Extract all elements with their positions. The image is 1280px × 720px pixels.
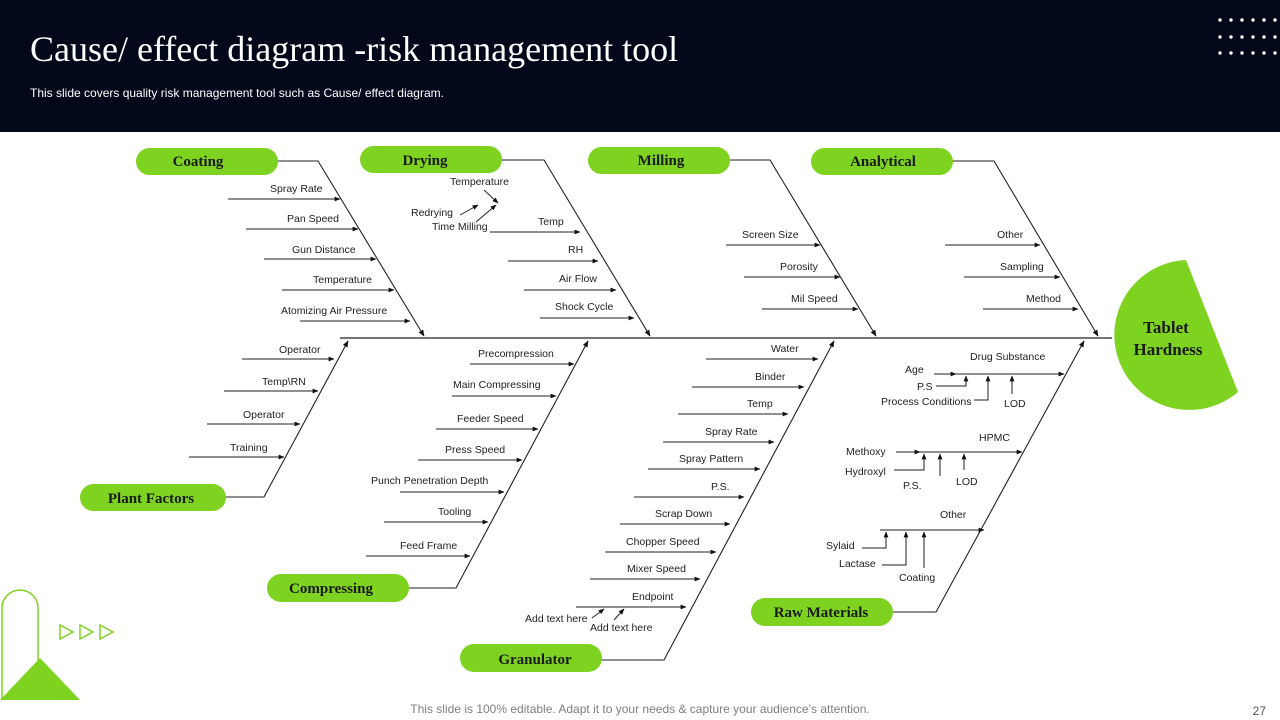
milling-cause-1: Screen Size	[742, 229, 799, 241]
coating-cause-4: Temperature	[313, 274, 372, 286]
page-subtitle: This slide covers quality risk managemen…	[30, 86, 444, 100]
drying-cause-temp: Temp	[538, 216, 564, 228]
pill-drying[interactable]: Drying	[360, 146, 502, 173]
coating-cause-5: Atomizing Air Pressure	[281, 305, 387, 317]
compressing-cause-6: Tooling	[438, 506, 471, 518]
granulator-cause-5: Spray Pattern	[679, 453, 743, 465]
arch-outline-decoration	[1, 589, 39, 700]
analytical-cause-3: Method	[1026, 293, 1061, 305]
pill-analytical-label: Analytical	[850, 154, 916, 170]
analytical-cause-1: Other	[997, 229, 1024, 241]
page-number: 27	[1252, 704, 1266, 718]
branch-milling	[716, 159, 877, 337]
pill-compressing[interactable]: Compressing	[267, 574, 409, 602]
pill-plant-factors-label: Plant Factors	[108, 491, 194, 507]
drying-cause-shock-cycle: Shock Cycle	[555, 301, 614, 313]
drying-cause-redrying: Redrying	[411, 207, 453, 219]
granulator-cause-6: P.S.	[711, 481, 730, 493]
raw-cause-process-conditions: Process Conditions	[881, 396, 971, 408]
pill-granulator[interactable]: Granulator	[460, 644, 602, 672]
pill-granulator-label: Granulator	[498, 652, 572, 668]
granulator-cause-4: Spray Rate	[705, 426, 758, 438]
pill-raw-materials[interactable]: Raw Materials	[751, 598, 893, 626]
analytical-cause-2: Sampling	[1000, 261, 1044, 273]
pill-raw-materials-label: Raw Materials	[774, 605, 869, 621]
granulator-cause-12: Add text here	[590, 622, 653, 634]
granulator-cause-10: Endpoint	[632, 591, 674, 603]
drying-cause-rh: RH	[568, 244, 583, 256]
footer-note: This slide is 100% editable. Adapt it to…	[410, 702, 870, 716]
granulator-cause-2: Binder	[755, 371, 786, 383]
pill-plant-factors[interactable]: Plant Factors	[80, 484, 226, 511]
compressing-cause-7: Feed Frame	[400, 540, 457, 552]
pill-drying-label: Drying	[403, 153, 449, 169]
effect-head-shape	[1114, 260, 1238, 410]
branch-plant-factors	[214, 340, 349, 498]
branch-raw-materials	[880, 340, 1085, 613]
granulator-cause-9: Mixer Speed	[627, 563, 686, 575]
coating-cause-2: Pan Speed	[287, 213, 339, 225]
compressing-cause-2: Main Compressing	[453, 379, 541, 391]
raw-cause-lod2: LOD	[956, 476, 978, 488]
granulator-cause-3: Temp	[747, 398, 773, 410]
dots-decoration-icon	[1218, 18, 1277, 55]
granulator-cause-8: Chopper Speed	[626, 536, 700, 548]
branch-analytical	[940, 160, 1099, 337]
raw-cause-coating: Coating	[899, 572, 935, 584]
coating-cause-3: Gun Distance	[292, 244, 356, 256]
branch-granulator	[590, 340, 835, 661]
branch-coating	[264, 160, 425, 337]
pill-coating[interactable]: Coating	[136, 148, 278, 175]
pill-analytical[interactable]: Analytical	[811, 148, 953, 175]
plant-cause-1: Operator	[279, 344, 321, 356]
compressing-cause-5: Punch Penetration Depth	[371, 475, 488, 487]
raw-cause-lod1: LOD	[1004, 398, 1026, 410]
milling-cause-2: Porosity	[780, 261, 819, 273]
granulator-cause-7: Scrap Down	[655, 508, 712, 520]
branch-compressing	[398, 340, 589, 589]
header-bar: Cause/ effect diagram -risk management t…	[0, 0, 1280, 132]
raw-cause-age: Age	[905, 364, 924, 376]
milling-cause-3: Mil Speed	[791, 293, 838, 305]
pill-milling-label: Milling	[638, 153, 685, 169]
compressing-cause-4: Press Speed	[445, 444, 505, 456]
pill-compressing-label: Compressing	[289, 581, 373, 597]
drying-cause-temperature: Temperature	[450, 176, 509, 188]
raw-cause-methoxy: Methoxy	[846, 446, 886, 458]
granulator-cause-1: Water	[771, 343, 799, 355]
plant-cause-2: Temp\RN	[262, 376, 306, 388]
raw-cause-other: Other	[940, 509, 967, 521]
raw-cause-drug-substance: Drug Substance	[970, 351, 1045, 363]
play-arrows-decoration-icon	[59, 623, 115, 641]
granulator-cause-11: Add text here	[525, 613, 588, 625]
compressing-cause-1: Precompression	[478, 348, 554, 360]
coating-cause-1: Spray Rate	[270, 183, 323, 195]
raw-cause-sylaid: Sylaid	[826, 540, 855, 552]
pill-milling[interactable]: Milling	[588, 147, 730, 174]
plant-cause-4: Training	[230, 442, 268, 454]
raw-cause-lactase: Lactase	[839, 558, 876, 570]
page-title: Cause/ effect diagram -risk management t…	[30, 29, 679, 69]
drying-cause-time-milling: Time Milling	[432, 221, 488, 233]
pill-coating-label: Coating	[173, 154, 224, 170]
effect-label-line1: Tablet	[1143, 318, 1189, 337]
compressing-cause-3: Feeder Speed	[457, 413, 524, 425]
effect-label-line2: Hardness	[1134, 340, 1203, 359]
raw-cause-hydroxyl: Hydroxyl	[845, 466, 886, 478]
raw-cause-hpmc: HPMC	[979, 432, 1010, 444]
drying-cause-air-flow: Air Flow	[559, 273, 597, 285]
raw-cause-ps2: P.S.	[903, 480, 922, 492]
raw-cause-ps1: P.S	[917, 381, 933, 393]
branch-drying	[490, 159, 651, 337]
triangle-decoration-icon	[0, 658, 80, 700]
plant-cause-3: Operator	[243, 409, 285, 421]
